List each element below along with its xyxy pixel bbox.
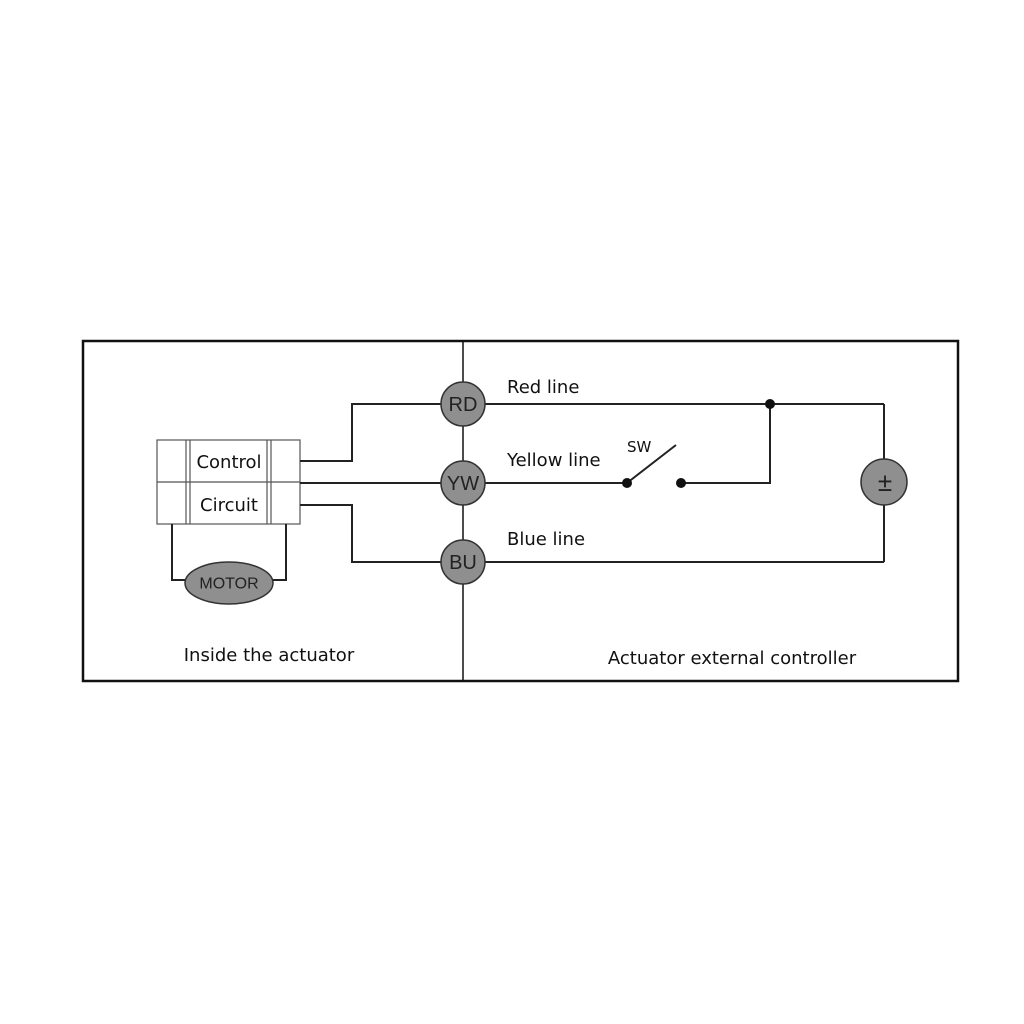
yellow-return-wire <box>681 404 771 484</box>
diagram-frame <box>81 339 960 683</box>
terminal-yellow-label: YW <box>447 473 479 495</box>
motor-wire-left <box>171 524 186 581</box>
blue-line-label: Blue line <box>507 529 585 550</box>
motor-icon <box>184 561 274 605</box>
switch-label: SW <box>627 438 652 456</box>
circuit-label: Circuit <box>200 495 258 516</box>
motor-wire-right <box>272 524 287 581</box>
power-source: ± <box>860 458 908 506</box>
junction-dot <box>765 399 775 409</box>
yellow-line-label: Yellow line <box>506 450 601 471</box>
terminal-blue-label: BU <box>449 552 477 574</box>
blue-internal-wire <box>300 504 441 563</box>
switch-contact-right <box>676 478 686 488</box>
power-symbol-icon: ± <box>878 467 892 497</box>
terminal-red-label: RD <box>449 394 478 416</box>
switch-contact-left <box>622 478 632 488</box>
control-label: Control <box>196 452 261 473</box>
right-section-label: Actuator external controller <box>608 648 857 669</box>
motor-label: MOTOR <box>199 576 258 593</box>
left-section-label: Inside the actuator <box>184 645 355 666</box>
red-internal-wire <box>300 403 441 462</box>
red-line-label: Red line <box>507 377 579 398</box>
terminal-blue: BU <box>440 539 486 585</box>
terminal-yellow: YW <box>440 460 486 506</box>
control-circuit-block: Control Circuit <box>156 439 301 525</box>
terminal-red: RD <box>440 381 486 427</box>
switch-blade <box>626 444 677 484</box>
